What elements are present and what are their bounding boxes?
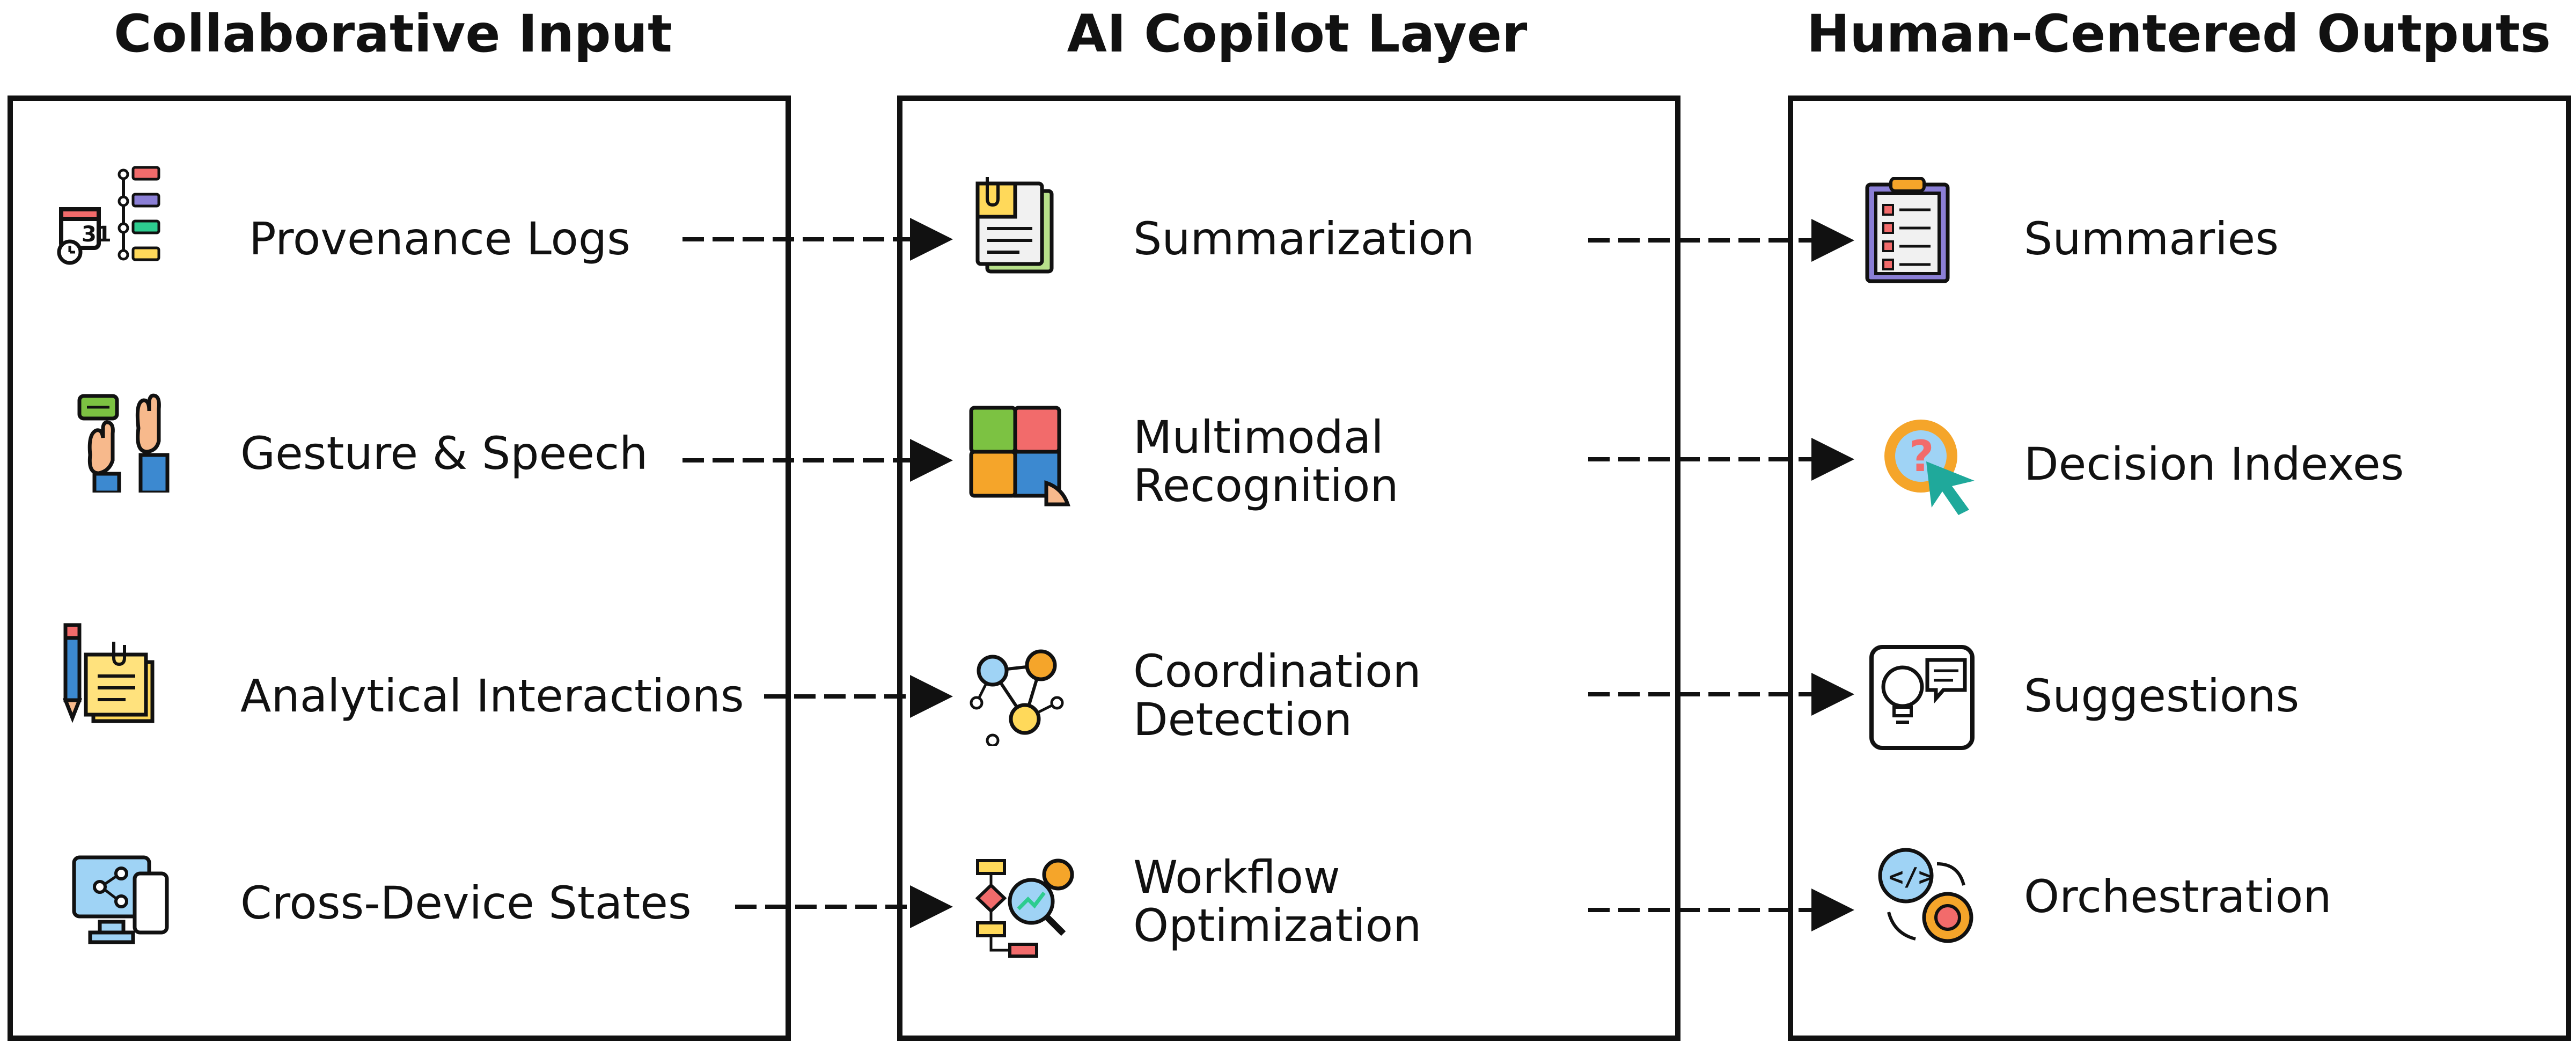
network-people-icon: [966, 638, 1073, 746]
svg-text:</>: </>: [1889, 862, 1933, 891]
notes-pencil-icon: [60, 622, 167, 730]
column-heading-human-centered-outputs: Human-Centered Outputs: [1806, 4, 2551, 64]
label-multimodal-recognition-line-1: Multimodal: [1133, 411, 1384, 464]
label-orchestration: Orchestration: [2024, 870, 2332, 923]
label-summaries: Summaries: [2024, 212, 2279, 265]
column-heading-ai-copilot-layer: AI Copilot Layer: [1067, 4, 1528, 64]
label-multimodal-recognition-line-2: Recognition: [1133, 459, 1399, 512]
label-provenance-logs: Provenance Logs: [249, 212, 630, 265]
label-gesture-speech: Gesture & Speech: [240, 427, 648, 480]
clipboard-checklist-icon: [1856, 177, 1964, 284]
documents-clip-icon: [966, 175, 1073, 282]
devices-share-icon: [68, 841, 175, 949]
raised-hands-speech-icon: [74, 385, 181, 493]
puzzle-icon: [966, 402, 1073, 510]
code-gear-icon: </>: [1873, 842, 1980, 950]
label-workflow-optimization-line-1: Workflow: [1133, 851, 1340, 904]
svg-text:31: 31: [82, 222, 112, 247]
question-cursor-icon: ?: [1878, 413, 1985, 520]
label-analytical-interactions: Analytical Interactions: [240, 670, 744, 722]
label-suggestions: Suggestions: [2024, 670, 2300, 722]
label-decision-indexes: Decision Indexes: [2024, 438, 2404, 490]
label-coordination-detection-line-2: Detection: [1133, 693, 1353, 746]
label-summarization: Summarization: [1133, 212, 1475, 265]
label-cross-device-states: Cross-Device States: [240, 877, 692, 929]
timeline-calendar-icon: 31: [54, 161, 161, 268]
flowchart-gear-icon: [972, 853, 1080, 960]
label-coordination-detection-line-1: Coordination: [1133, 645, 1421, 697]
label-workflow-optimization-line-2: Optimization: [1133, 899, 1422, 952]
lightbulb-chat-icon: [1868, 644, 1976, 751]
column-heading-collaborative-input: Collaborative Input: [114, 4, 672, 64]
